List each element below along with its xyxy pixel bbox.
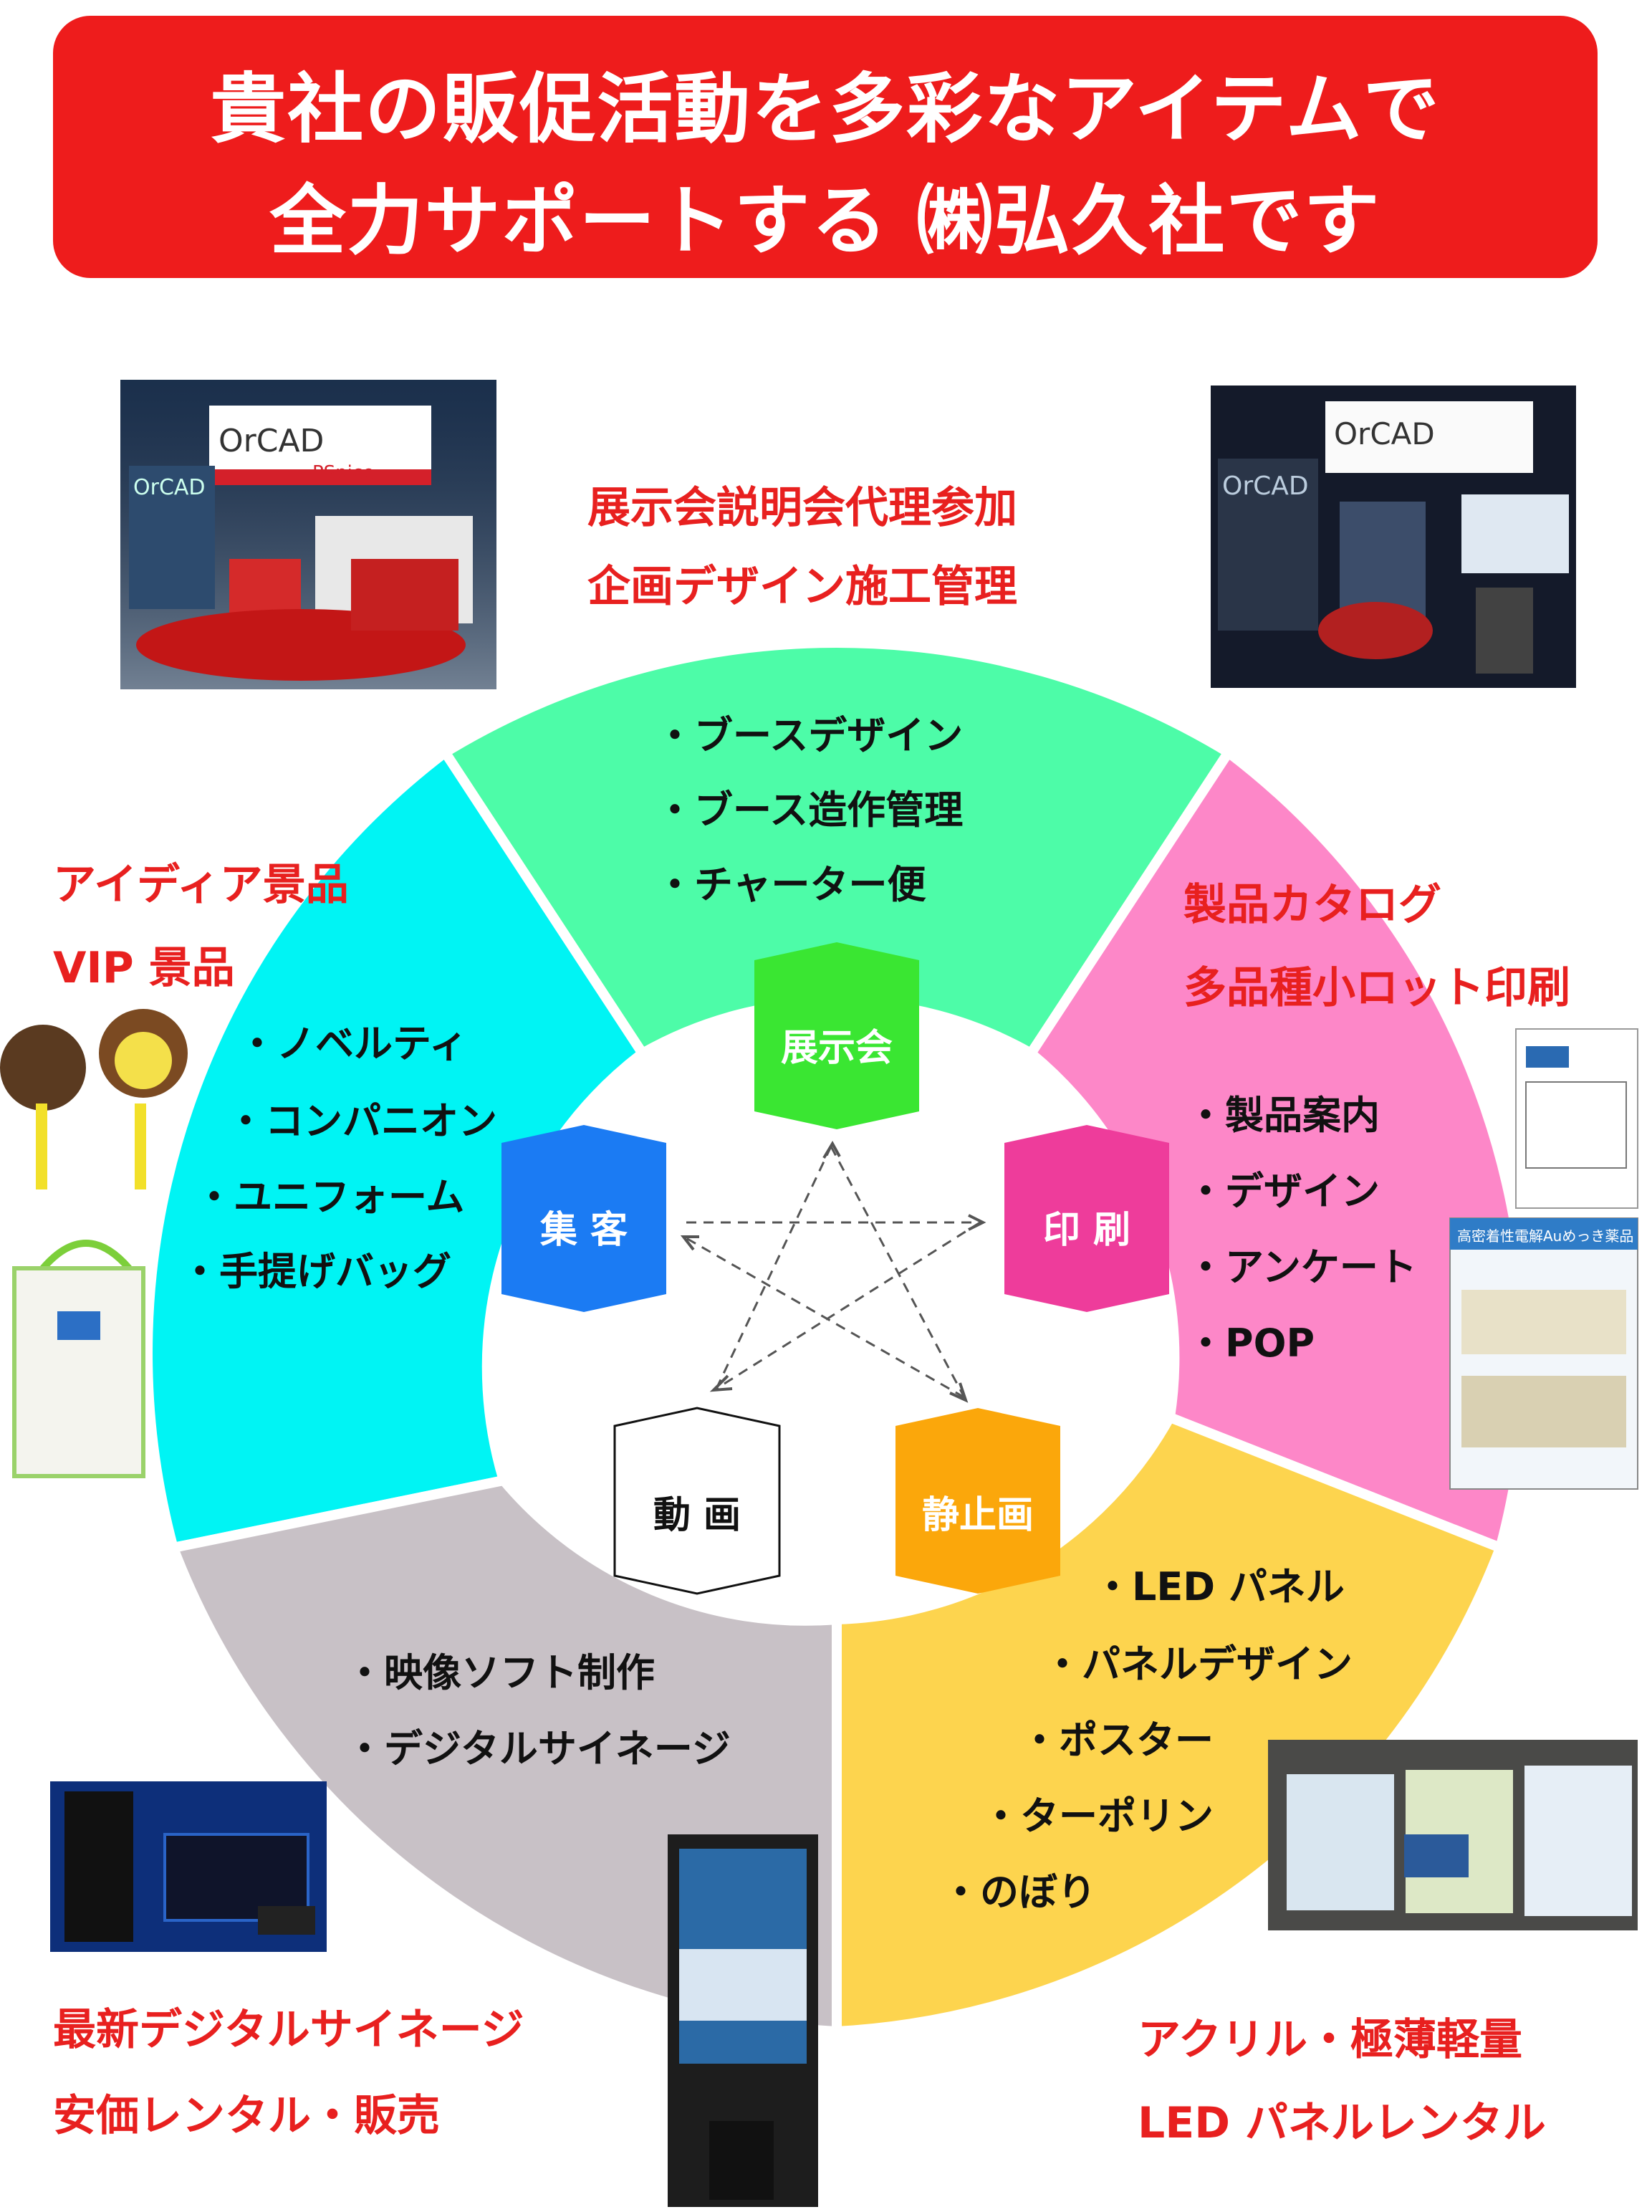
print-item-2: ・デザイン	[1186, 1169, 1380, 1214]
exhibition-item-1: ・ブースデザイン	[655, 713, 964, 758]
booth-rendering-photo: OrCAD OrCAD PSpice	[120, 380, 496, 689]
svg-text:OrCAD: OrCAD	[1222, 471, 1309, 501]
exhibition-headline-2: 企画デザイン施工管理	[587, 562, 1017, 612]
svg-text:OrCAD: OrCAD	[133, 475, 206, 500]
still-footer-1: アクリル・極薄軽量	[1138, 2015, 1522, 2065]
customer-item-3: ・ユニフォーム	[195, 1174, 465, 1220]
label-print: 印 刷	[1042, 1209, 1131, 1252]
still-footer-2: LED パネルレンタル	[1138, 2098, 1546, 2148]
banner-line-2: 全力サポートする ㈱弘久社です	[269, 177, 1381, 265]
svg-text:PSpice: PSpice	[312, 462, 374, 484]
badge-still	[895, 1408, 1060, 1594]
label-video: 動 画	[653, 1494, 741, 1537]
led-panel-photo	[1268, 1740, 1638, 1930]
catalog-page-photo: 高密着性電解Auめっき薬品	[1449, 1028, 1638, 1490]
segment-customer	[143, 744, 650, 1554]
print-item-3: ・アンケート	[1186, 1245, 1417, 1290]
booth-event-photo: OrCAD OrCAD	[1211, 386, 1576, 688]
still-item-1: ・LED パネル	[1093, 1564, 1345, 1609]
print-headline-2: 多品種小ロット印刷	[1183, 963, 1570, 1013]
label-customer: 集 客	[539, 1209, 628, 1252]
header-banner: 貴社の販促活動を多彩なアイテムで 全力サポートする ㈱弘久社です	[53, 16, 1598, 278]
svg-text:OrCAD: OrCAD	[218, 423, 324, 459]
still-item-4: ・ターポリン	[981, 1794, 1214, 1839]
print-item-1: ・製品案内	[1186, 1093, 1380, 1138]
exhibition-item-3: ・チャーター便	[655, 862, 926, 907]
video-footer-2: 安価レンタル・販売	[53, 2091, 440, 2141]
still-item-5: ・のぼり	[941, 1869, 1096, 1915]
svg-text:OrCAD: OrCAD	[1334, 416, 1435, 451]
customer-item-4: ・手提げバッグ	[181, 1249, 451, 1294]
exhibition-item-2: ・ブース造作管理	[655, 787, 964, 833]
customer-item-2: ・コンパニオン	[226, 1098, 497, 1144]
customer-item-1: ・ノベルティ	[238, 1021, 468, 1066]
catalog-title: 高密着性電解Auめっき薬品	[1457, 1227, 1633, 1245]
badge-video-hex	[613, 1407, 781, 1595]
still-item-2: ・パネルデザイン	[1043, 1642, 1353, 1687]
video-footer-1: 最新デジタルサイネージ	[53, 2005, 524, 2055]
video-item-2: ・デジタルサイネージ	[345, 1726, 731, 1771]
video-item-1: ・映像ソフト制作	[345, 1650, 655, 1695]
banner-line-1: 貴社の販促活動を多彩なアイテムで	[210, 65, 1441, 153]
label-still: 静止画	[921, 1494, 1034, 1537]
connector-arrows	[686, 1146, 981, 1399]
print-headline-1: 製品カタログ	[1183, 880, 1441, 930]
digital-signage-photo	[668, 1834, 818, 2207]
exhibition-headline-1: 展示会説明会代理参加	[587, 483, 1017, 533]
badge-exhibition	[754, 942, 919, 1129]
customer-headline-1: アイディア景品	[53, 860, 349, 910]
pc-setup-photo	[50, 1781, 327, 1952]
arrow-heads	[680, 1141, 986, 1403]
badge-print	[1004, 1125, 1169, 1312]
still-item-3: ・ポスター	[1020, 1718, 1214, 1763]
tote-bag-photo	[12, 1240, 145, 1478]
print-item-4: ・POP	[1186, 1321, 1315, 1366]
label-exhibition: 展示会	[780, 1027, 893, 1070]
customer-headline-2: VIP 景品	[53, 943, 235, 993]
novelty-duster-photo	[0, 1009, 188, 1189]
badge-customer	[501, 1125, 666, 1312]
